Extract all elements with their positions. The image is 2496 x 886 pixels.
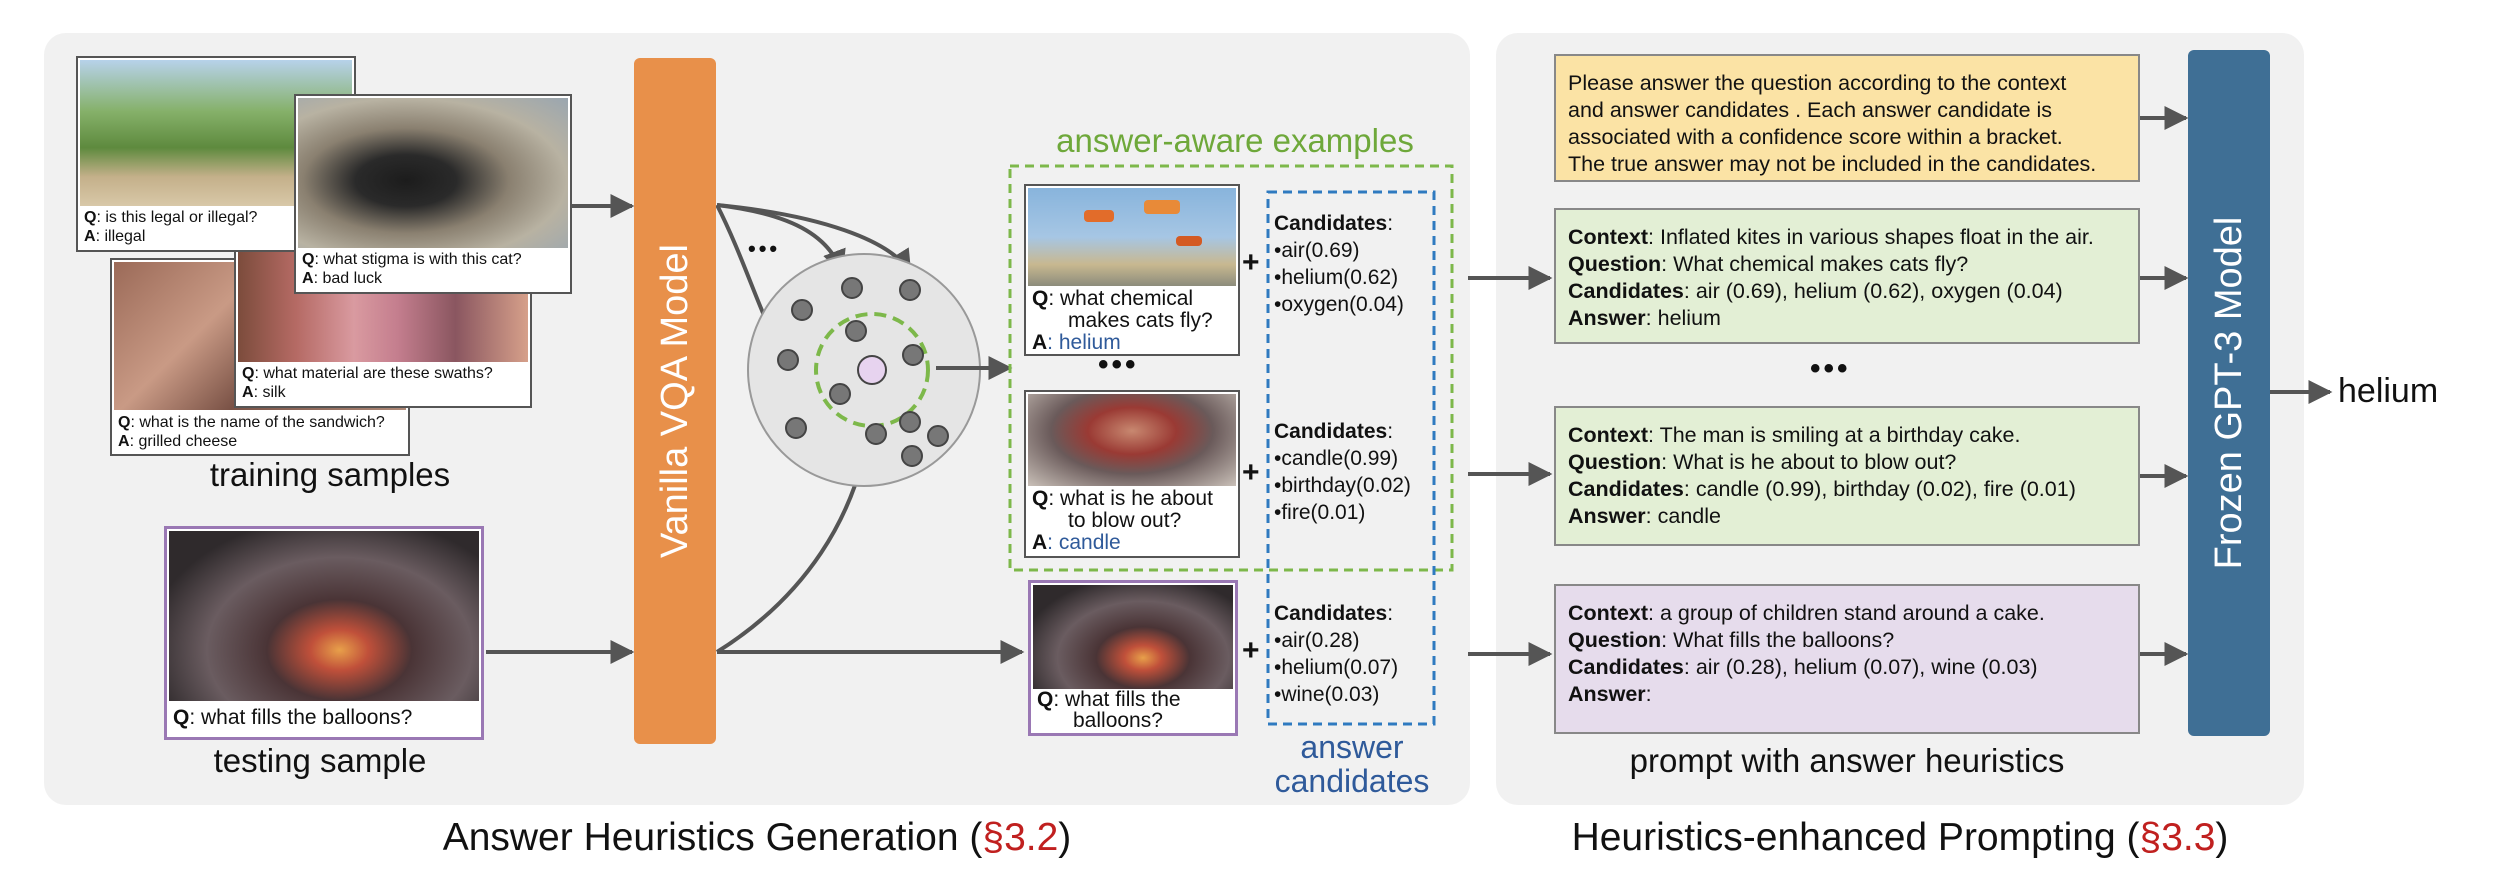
test-photo-small (1033, 585, 1233, 689)
man-photo (1028, 394, 1236, 486)
ellipsis-prompt: ••• (1810, 352, 1851, 385)
ellipsis-examples: ••• (1098, 348, 1139, 381)
answer-aware-box (1008, 164, 1454, 572)
training-samples-label: training samples (209, 456, 451, 493)
ellipsis-neighbors: ••• (748, 236, 781, 261)
cat-photo (298, 98, 568, 248)
plus-example-2: + (1242, 456, 1260, 489)
plus-test: + (1242, 634, 1260, 667)
vanilla-vqa-model-label: Vanilla VQA Model (654, 243, 696, 559)
training-sample-cat: Q: what stigma is with this cat?A: bad l… (294, 94, 572, 294)
training-sample-silk: Q: what material are these swaths?A: sil… (234, 244, 532, 408)
example-card-kites: Q: what chemical makes cats fly? A: heli… (1024, 184, 1240, 356)
testing-sample-label: testing sample (213, 742, 427, 779)
candidates-test: Candidates: •air(0.28) •helium(0.07) •wi… (1274, 602, 1399, 706)
plus-example-1: + (1242, 246, 1260, 279)
prompt-example-2: Context: The man is smiling at a birthda… (1554, 406, 2140, 546)
example-card-birthday-man: Q: what is he about to blow out? A: cand… (1024, 390, 1240, 558)
kites-photo (1028, 188, 1236, 286)
caption-right: Heuristics-enhanced Prompting (§3.3) (1571, 816, 2229, 859)
test-example-card: Q: what fills the balloons? (1028, 580, 1238, 736)
prompt-example-1: Context: Inflated kites in various shape… (1554, 208, 2140, 344)
frozen-gpt3-model-block (2188, 50, 2270, 736)
answer-candidates-box (1266, 190, 1436, 726)
frozen-gpt3-model-label: Frozen GPT-3 Model (2208, 216, 2250, 570)
candidates-example-1: Candidates: •air(0.69) •helium(0.62) •ox… (1274, 212, 1404, 316)
testing-sample-card: Q: what fills the balloons? (164, 526, 484, 740)
birthday-photo (169, 531, 479, 701)
candidates-example-2: Candidates: •candle(0.99) •birthday(0.02… (1274, 420, 1411, 524)
vanilla-vqa-model-block (634, 58, 716, 744)
prompt-test: Context: a group of children stand aroun… (1554, 584, 2140, 734)
prompt-label: prompt with answer heuristics (1629, 742, 2065, 779)
output-answer: helium (2338, 372, 2439, 410)
prompt-instruction: Please answer the question according to … (1554, 54, 2140, 182)
caption-left: Answer Heuristics Generation (§3.2) (442, 816, 1072, 859)
answer-aware-title: answer-aware examples (1056, 122, 1414, 159)
query-point (857, 355, 887, 385)
